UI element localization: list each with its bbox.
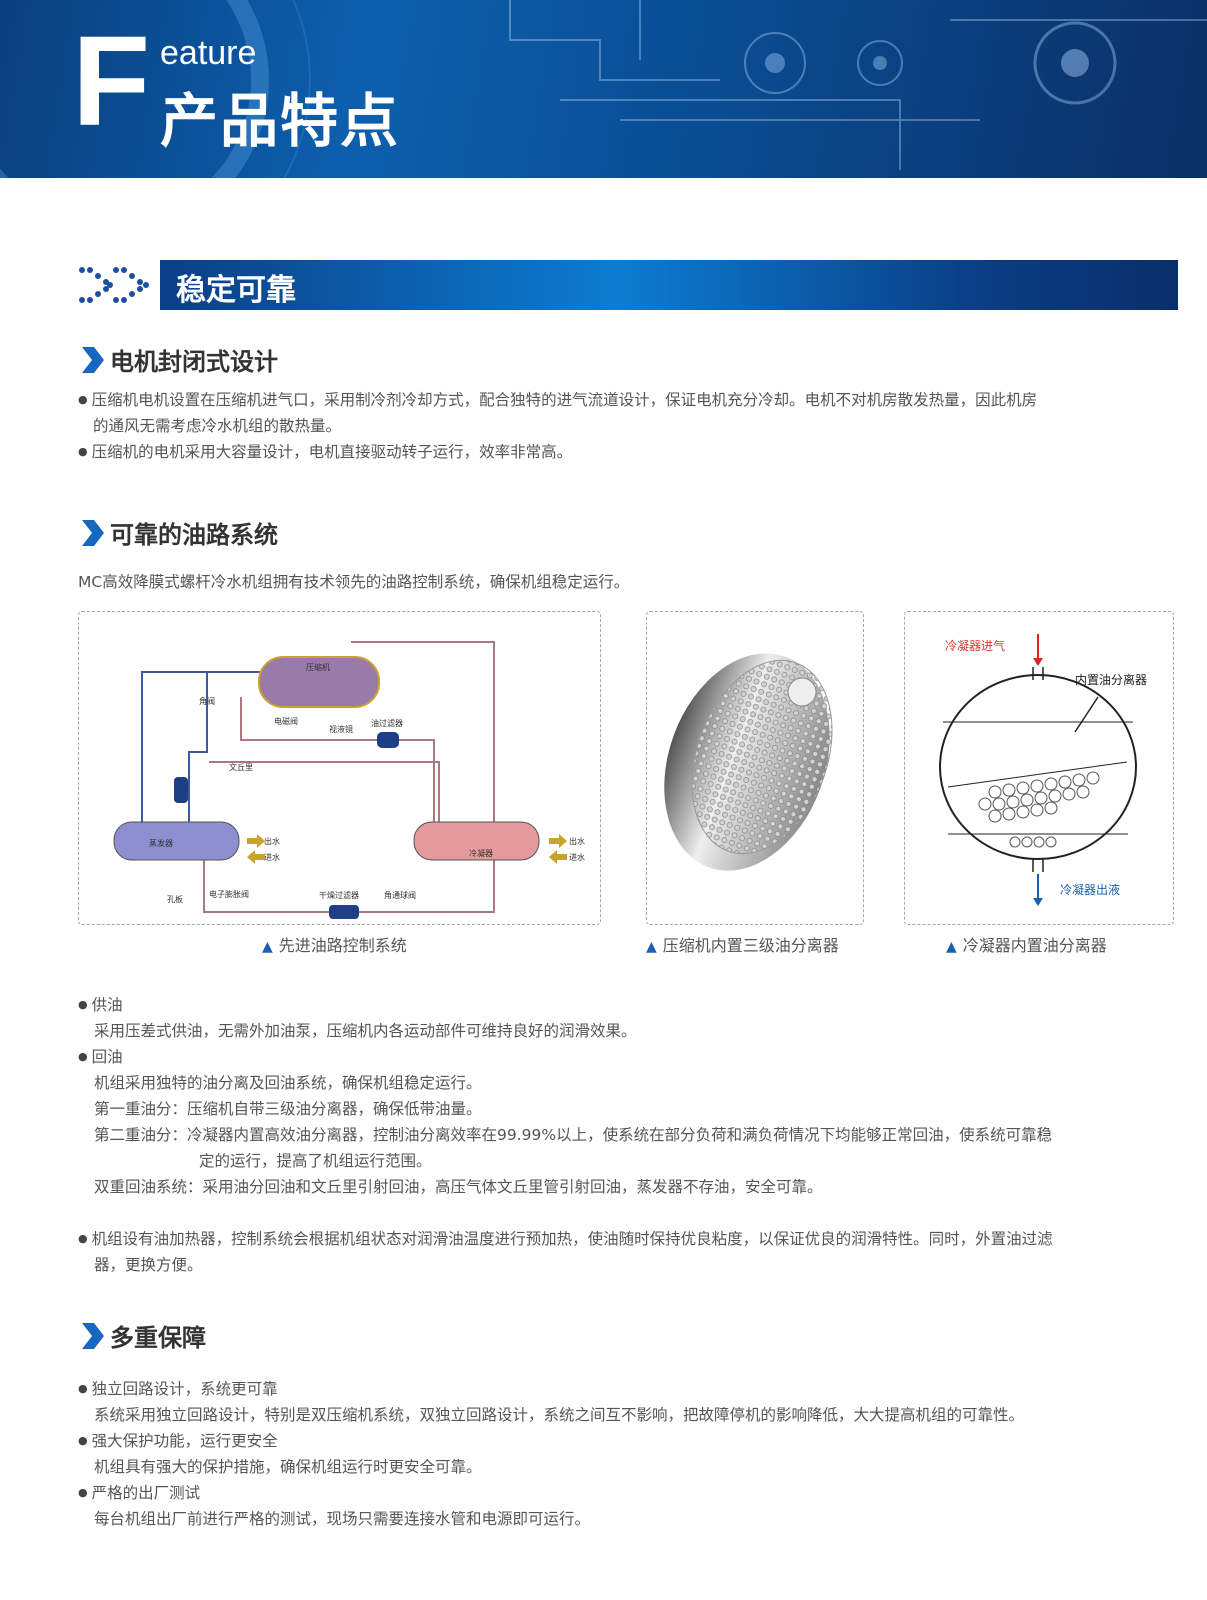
supply-text: 采用压差式供油，无需外加油泵，压缩机内各运动部件可维持良好的润滑效果。 xyxy=(94,1022,637,1040)
svg-text:冷凝器进气: 冷凝器进气 xyxy=(945,638,1005,653)
protect-item-text: 每台机组出厂前进行严格的测试，现场只需要连接水管和电源即可运行。 xyxy=(94,1510,591,1528)
motor-bullet-1: 压缩机电机设置在压缩机进气口，采用制冷剂冷却方式，配合独特的进气流道设计，保证电… xyxy=(78,387,1038,413)
svg-text:电磁阀: 电磁阀 xyxy=(274,716,298,726)
return-line: 第一重油分：压缩机自带三级油分离器，确保低带油量。 xyxy=(94,1100,482,1118)
compressor xyxy=(258,656,380,708)
triangle-icon: ▲ xyxy=(946,939,957,955)
header-word: eature xyxy=(160,34,257,72)
svg-text:视液镜: 视液镜 xyxy=(329,724,353,734)
circuit-decoration xyxy=(0,0,1207,178)
supply-title: 供油 xyxy=(78,992,123,1018)
triangle-icon: ▲ xyxy=(646,939,657,955)
svg-text:内置油分离器: 内置油分离器 xyxy=(1075,672,1147,687)
return-line: 第二重油分：冷凝器内置高效油分离器，控制油分离效率在99.99%以上，使系统在部… xyxy=(94,1126,1053,1144)
svg-text:角阀: 角阀 xyxy=(199,696,215,706)
oil-intro: MC高效降膜式螺杆冷水机组拥有技术领先的油路控制系统，确保机组稳定运行。 xyxy=(78,573,630,591)
svg-text:文丘里: 文丘里 xyxy=(229,762,253,772)
motor-bullet-1-cont: 的通风无需考虑冷水机组的散热量。 xyxy=(93,417,342,435)
return-title: 回油 xyxy=(78,1044,123,1070)
section-title: 稳定可靠 xyxy=(176,273,296,308)
return-line: 定的运行，提高了机组运行范围。 xyxy=(199,1152,432,1170)
heading-motor: 电机封闭式设计 xyxy=(78,342,278,377)
return-line: 机组采用独特的油分离及回油系统，确保机组稳定运行。 xyxy=(94,1074,482,1092)
protect-item-text: 机组具有强大的保护措施，确保机组运行时更安全可靠。 xyxy=(94,1458,482,1476)
header-letter: F xyxy=(72,10,151,153)
chevron-right-icon xyxy=(82,519,104,546)
chevron-right-icon xyxy=(82,346,104,373)
protect-item-title: 强大保护功能，运行更安全 xyxy=(78,1428,278,1454)
protect-item-title: 严格的出厂测试 xyxy=(78,1480,201,1506)
protect-item-text: 系统采用独立回路设计，特别是双压缩机系统，双独立回路设计，系统之间互不影响，把故… xyxy=(94,1406,1025,1424)
svg-text:孔板: 孔板 xyxy=(167,894,183,904)
page-title: 产品特点 xyxy=(160,87,401,155)
return-line: 双重回油系统：采用油分回油和文丘里引射回油，高压气体文丘里管引射回油，蒸发器不存… xyxy=(94,1178,823,1196)
caption-compressor-separator: ▲压缩机内置三级油分离器 xyxy=(646,936,839,955)
caption-condenser-separator: ▲冷凝器内置油分离器 xyxy=(946,936,1107,955)
svg-text:冷凝器出液: 冷凝器出液 xyxy=(1060,882,1120,897)
svg-text:压缩机: 压缩机 xyxy=(306,662,330,672)
heater-text: 机组设有油加热器，控制系统会根据机组状态对润滑油温度进行预加热，使油随时保持优良… xyxy=(78,1226,1053,1252)
svg-text:蒸发器: 蒸发器 xyxy=(149,838,173,848)
caption-oil-system: ▲先进油路控制系统 xyxy=(262,936,407,955)
protect-item-title: 独立回路设计，系统更可靠 xyxy=(78,1376,278,1402)
evaporator xyxy=(113,821,240,861)
heading-protect: 多重保障 xyxy=(78,1318,206,1353)
svg-text:电子膨胀阀: 电子膨胀阀 xyxy=(209,889,249,899)
svg-text:干燥过滤器: 干燥过滤器 xyxy=(319,890,359,900)
heater-text-cont: 器，更换方便。 xyxy=(94,1256,203,1274)
svg-text:角通球阀: 角通球阀 xyxy=(384,890,416,900)
motor-bullet-2: 压缩机的电机采用大容量设计，电机直接驱动转子运行，效率非常高。 xyxy=(78,439,573,465)
heading-oil: 可靠的油路系统 xyxy=(78,515,278,550)
svg-text:油过滤器: 油过滤器 xyxy=(371,718,403,728)
section-bar xyxy=(76,260,1178,310)
svg-text:冷凝器: 冷凝器 xyxy=(469,848,493,858)
condenser-separator-diagram: 冷凝器进气 内置油分离器 冷凝器出液 xyxy=(904,611,1174,925)
svg-text:出水: 出水 xyxy=(264,836,280,846)
chevron-right-icon xyxy=(82,1322,104,1349)
svg-text:进水: 进水 xyxy=(569,852,585,862)
svg-text:进水: 进水 xyxy=(264,852,280,862)
oil-circuit-diagram: 压缩机 角阀 电磁阀 视液镜 油过滤器 文丘里 蒸发器 冷凝器 出水 进水 出水… xyxy=(78,611,601,925)
double-chevron-icon xyxy=(79,267,149,303)
triangle-icon: ▲ xyxy=(262,939,273,955)
condenser xyxy=(413,821,540,861)
oil-separator-photo xyxy=(646,611,864,925)
svg-text:出水: 出水 xyxy=(569,836,585,846)
header-banner: F eature 产品特点 xyxy=(0,0,1207,178)
